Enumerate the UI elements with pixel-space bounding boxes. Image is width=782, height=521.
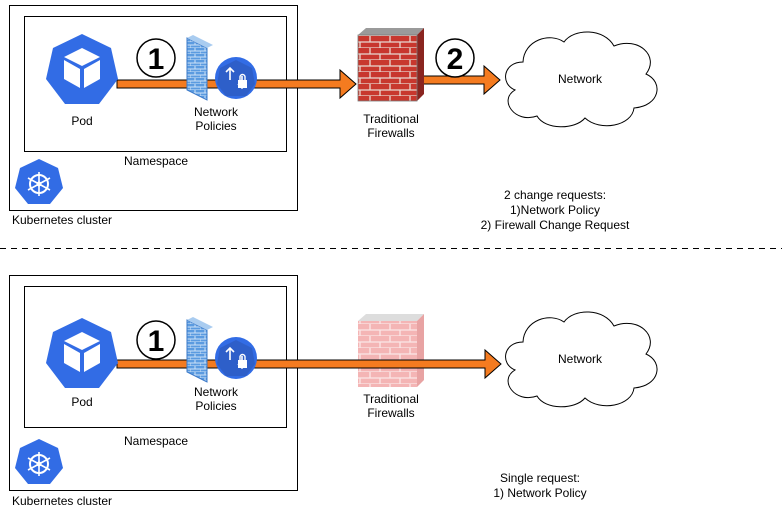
bottom-single-request-note: Single request: 1) Network Policy — [493, 471, 587, 500]
top-pod-label: Pod — [71, 114, 93, 128]
top-kubernetes-logo — [15, 159, 63, 204]
bottom-firewall-icon-faded — [358, 314, 424, 387]
top-network-label: Network — [557, 72, 602, 86]
top-cluster-label: Kubernetes cluster — [12, 213, 113, 227]
bottom-kubernetes-logo — [15, 439, 63, 484]
top-pod-icon — [46, 34, 118, 104]
top-network-policy-icon — [186, 35, 257, 101]
top-change-requests-note: 2 change requests: 1)Network Policy 2) F… — [480, 188, 630, 232]
top-step-1-text: 1 — [148, 43, 165, 76]
bottom-pod-icon — [46, 318, 118, 388]
top-network-policies-label: Network Policies — [193, 105, 238, 133]
top-firewall-label: Traditional Firewalls — [363, 112, 419, 140]
bottom-arrow-pod-to-network — [116, 348, 502, 380]
bottom-step-1-text: 1 — [148, 325, 165, 358]
top-step-1-badge: 1 — [136, 38, 176, 78]
bottom-network-policy-icon — [186, 317, 257, 383]
bottom-step-1-badge: 1 — [136, 320, 176, 360]
top-namespace-label: Namespace — [123, 154, 189, 168]
bottom-cluster-box — [9, 275, 298, 491]
top-network-cloud — [505, 31, 658, 128]
bottom-namespace-label: Namespace — [123, 434, 189, 448]
bottom-network-cloud — [505, 311, 658, 408]
bottom-network-policies-label: Network Policies — [193, 385, 238, 413]
bottom-namespace-box — [24, 286, 287, 428]
top-cluster-box — [9, 5, 298, 211]
top-step-2-badge: 2 — [435, 38, 475, 78]
top-step-2-text: 2 — [447, 43, 464, 76]
bottom-cluster-label: Kubernetes cluster — [12, 494, 113, 508]
bottom-pod-label: Pod — [71, 395, 93, 409]
bottom-firewall-label: Traditional Firewalls — [363, 392, 419, 420]
bottom-network-label: Network — [557, 352, 602, 366]
top-firewall-icon — [357, 28, 424, 102]
